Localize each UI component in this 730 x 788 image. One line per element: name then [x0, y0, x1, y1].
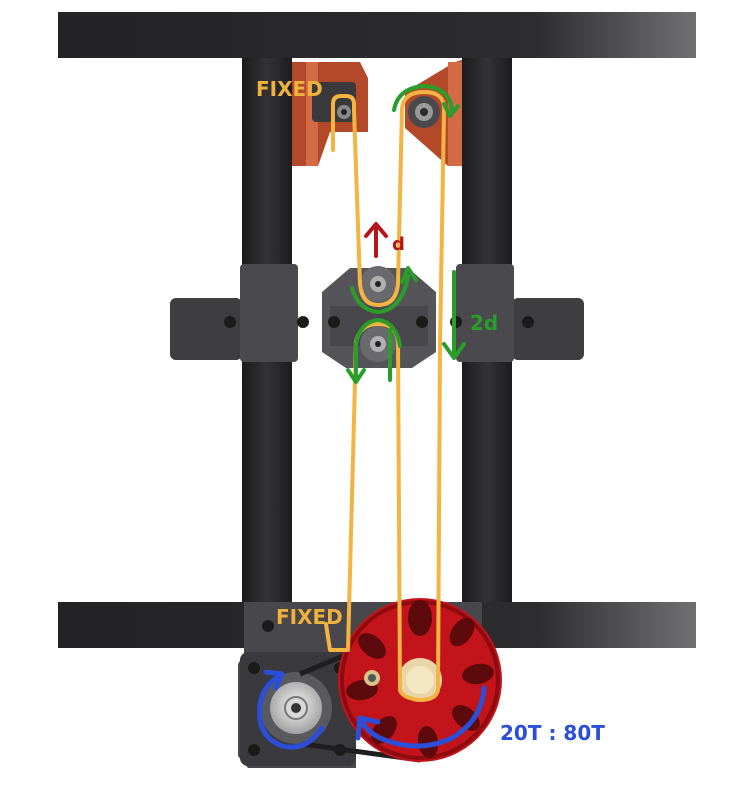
motion-arrow-icon — [442, 102, 460, 118]
string-spool-left — [398, 688, 440, 702]
string-left-long — [352, 108, 362, 286]
gear-ratio-label: 20T : 80T — [500, 721, 605, 745]
rotation-arrow-icon — [355, 715, 381, 741]
motion-arrow-icon — [350, 274, 410, 314]
top-left-bracket — [292, 62, 368, 166]
motor-pulley — [260, 672, 332, 744]
string-right-down — [436, 342, 442, 692]
motion-arrow-icon — [354, 318, 402, 382]
rotation-arrow-icon — [256, 673, 325, 750]
down-arrow-icon — [442, 342, 466, 360]
carriage — [170, 264, 584, 368]
fixed-label-top: FIXED — [256, 77, 323, 101]
top-beam — [58, 12, 696, 58]
string-displacement-label: 2d — [470, 311, 498, 335]
right-side-block — [512, 298, 584, 360]
fixed-label-bottom: FIXED — [276, 605, 343, 629]
rotation-arrow-icon — [263, 669, 285, 691]
string-carriage-top-wrap — [358, 282, 400, 307]
up-arrow-icon — [364, 222, 388, 258]
string-top-fixed-loop — [331, 94, 356, 152]
rotation-arrow-icon — [359, 685, 487, 749]
motion-arrow-icon — [346, 368, 366, 384]
motion-arrows — [346, 84, 466, 384]
left-side-block — [170, 298, 242, 360]
rotation-arrows — [256, 669, 487, 750]
spool-pulley — [398, 658, 442, 702]
motion-arrow-icon — [392, 84, 454, 112]
string-bottom-left-down — [324, 340, 358, 652]
motion-arrow-icon — [400, 266, 418, 284]
carriage-displacement-label: d — [392, 234, 405, 255]
